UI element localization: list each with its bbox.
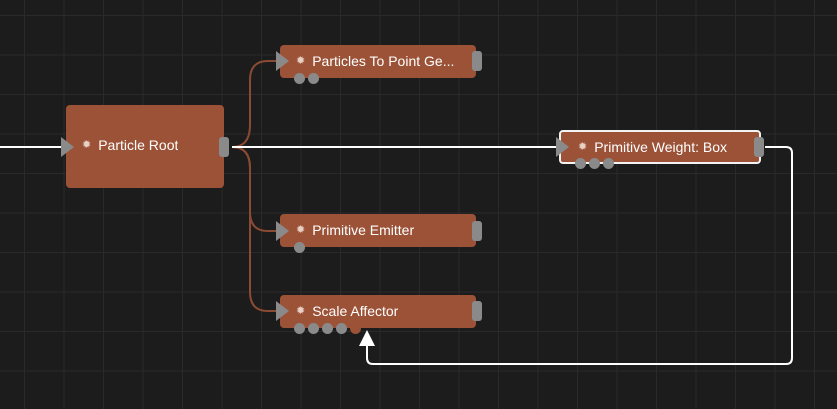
wire-root-to-primitive-emitter [231, 146, 276, 232]
property-dots [294, 73, 319, 84]
node-primitive-emitter[interactable]: ✹ Primitive Emitter [280, 214, 476, 247]
output-port[interactable] [472, 221, 482, 241]
wire-root-to-particles-to-point [231, 60, 276, 148]
output-port[interactable] [754, 137, 764, 157]
input-port[interactable] [276, 301, 289, 321]
property-dot[interactable] [308, 73, 319, 84]
node-title: Particle Root [98, 137, 179, 153]
input-port[interactable] [276, 221, 289, 241]
node-title: Primitive Weight: Box [594, 139, 727, 155]
output-port[interactable] [472, 51, 482, 71]
gear-icon: ✹ [296, 304, 306, 317]
wire-root-to-scale-affector [231, 146, 276, 312]
node-title: Primitive Emitter [312, 222, 415, 238]
gear-icon: ✹ [296, 54, 306, 67]
output-port[interactable] [472, 301, 482, 321]
property-dot[interactable] [294, 73, 305, 84]
property-dot[interactable] [322, 323, 333, 334]
property-dot[interactable] [294, 323, 305, 334]
property-dots [294, 242, 305, 253]
property-dot[interactable] [589, 158, 600, 169]
gear-icon: ✹ [296, 223, 306, 236]
output-port[interactable] [219, 137, 229, 157]
node-particles-to-point[interactable]: ✹ Particles To Point Ge... [280, 45, 476, 78]
gear-icon: ✹ [578, 140, 588, 153]
property-dot[interactable] [603, 158, 614, 169]
input-port[interactable] [556, 137, 569, 157]
node-scale-affector[interactable]: ✹ Scale Affector [280, 295, 476, 328]
property-dot[interactable] [294, 242, 305, 253]
property-dot[interactable] [336, 323, 347, 334]
node-title: Particles To Point Ge... [312, 53, 455, 69]
property-dots [575, 158, 614, 169]
wire-primitive-weight-to-scale-affector [359, 146, 793, 365]
input-port[interactable] [61, 137, 74, 157]
property-dot[interactable] [308, 323, 319, 334]
node-title: Scale Affector [312, 303, 399, 319]
property-dot-connected[interactable] [350, 323, 361, 334]
property-dots [294, 323, 361, 334]
gear-icon: ✹ [82, 138, 92, 151]
property-dot[interactable] [575, 158, 586, 169]
node-particle-root[interactable]: ✹ Particle Root [66, 105, 224, 188]
input-port[interactable] [276, 51, 289, 71]
